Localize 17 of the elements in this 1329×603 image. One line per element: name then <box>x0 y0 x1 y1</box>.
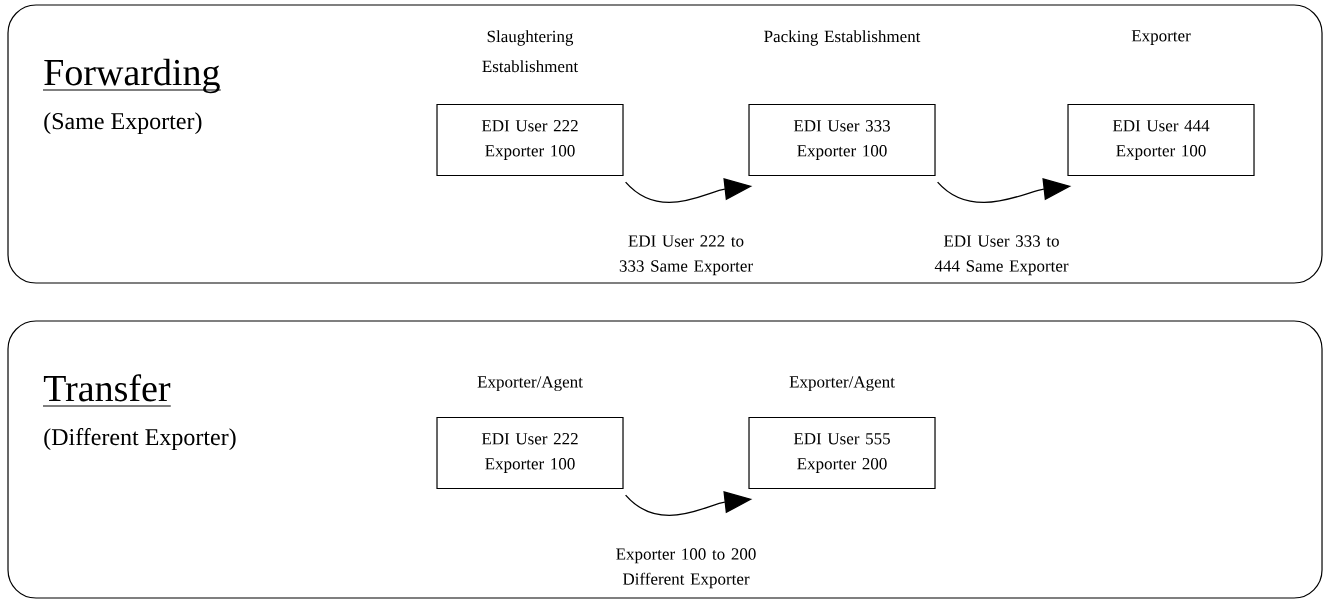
edge-label: EDI User 222 to 333 Same Exporter <box>619 235 753 276</box>
panel-title: Forwarding <box>42 58 222 94</box>
box-heading: Exporter/Agent <box>477 376 583 392</box>
edge-label: EDI User 333 to 444 Same Exporter <box>934 235 1069 276</box>
process-box: EDI User 222 Exporter 100 <box>436 416 624 490</box>
box-heading: Exporter <box>1131 30 1191 45</box>
panel-subtitle: (Same Exporter) <box>44 112 202 135</box>
process-box: EDI User 555 Exporter 200 <box>748 416 936 490</box>
box-heading: Exporter/Agent <box>789 376 895 392</box>
process-box: EDI User 222 Exporter 100 <box>436 103 624 177</box>
edge-label: Exporter 100 to 200 Different Exporter <box>616 548 756 589</box>
panel-title: Transfer <box>42 374 172 407</box>
box-heading: Packing Establishment <box>764 30 921 46</box>
process-box: EDI User 444 Exporter 100 <box>1067 103 1255 177</box>
process-box: EDI User 333 Exporter 100 <box>748 103 936 177</box>
panel-subtitle: (Different Exporter) <box>44 428 236 451</box>
box-heading: Slaughtering Establishment <box>482 30 579 73</box>
